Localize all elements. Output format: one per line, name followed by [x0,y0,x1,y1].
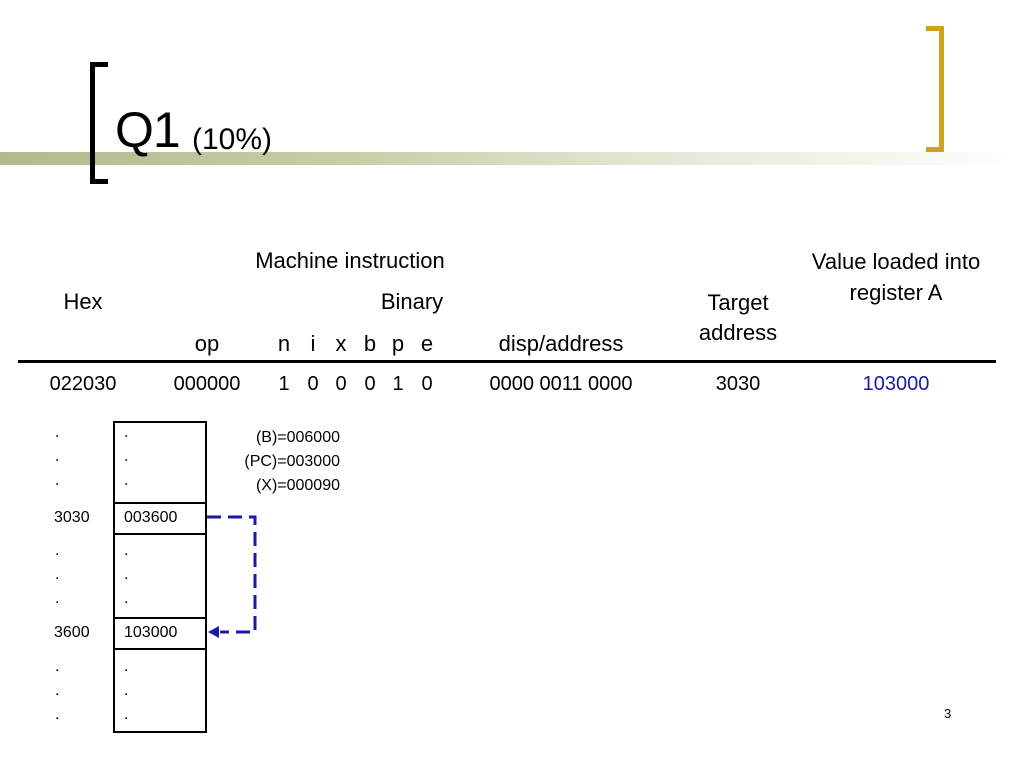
register-x-value: (X)=000090 [255,477,340,494]
header-i: i [310,331,316,356]
register-b-value: (B)=006000 [255,429,340,446]
header-binary: Binary [380,289,444,314]
memory-address-3600: 3600 [54,624,90,641]
header-op: op [194,331,220,356]
cell-value-loaded: 103000 [862,373,930,395]
cell-target: 3030 [715,373,761,395]
header-e: e [420,331,434,356]
memory-content-3030: 003600 [124,509,178,526]
page-number: 3 [944,706,952,721]
header-target-line1: Target [707,290,769,315]
memory-row-divider [113,533,207,535]
header-n: n [277,331,291,356]
content-ellipsis: ... [124,542,129,607]
register-pc-value: (PC)=003000 [244,453,340,470]
content-ellipsis: ... [124,658,129,723]
cell-b: 0 [364,373,376,395]
cell-op: 000000 [173,373,241,395]
address-ellipsis: ... [55,658,60,723]
cell-disp: 0000 0011 0000 [489,373,633,395]
right-bracket-decoration [926,26,944,152]
address-ellipsis: ... [55,424,60,489]
title-decoration-bar [0,152,1024,165]
header-hex: Hex [63,289,103,314]
memory-row-divider [113,648,207,650]
content-ellipsis: ... [124,424,129,489]
slide-title: Q1 [115,102,181,158]
header-x: x [335,331,347,356]
address-ellipsis: ... [55,542,60,607]
cell-x: 0 [335,373,347,395]
table-header-rule [18,360,996,363]
header-b: b [363,331,377,356]
header-target-line2: address [698,320,778,345]
header-machine-instruction: Machine instruction [255,248,445,273]
memory-row-divider [113,617,207,619]
header-value-line2: register A [849,280,943,305]
header-value-line1: Value loaded into [811,249,981,274]
cell-hex: 022030 [49,373,117,395]
cell-p: 1 [392,373,404,395]
cell-n: 1 [278,373,290,395]
left-bracket-decoration [90,62,108,184]
memory-content-3600: 103000 [124,624,178,641]
cell-i: 0 [307,373,319,395]
cell-e: 0 [421,373,433,395]
memory-row-divider [113,502,207,504]
header-disp-address: disp/address [498,331,624,356]
memory-address-3030: 3030 [54,509,90,526]
memory-column [113,421,207,733]
indirect-address-arrow [207,515,257,638]
header-p: p [391,331,405,356]
slide-title-percentage: (10%) [192,123,273,156]
